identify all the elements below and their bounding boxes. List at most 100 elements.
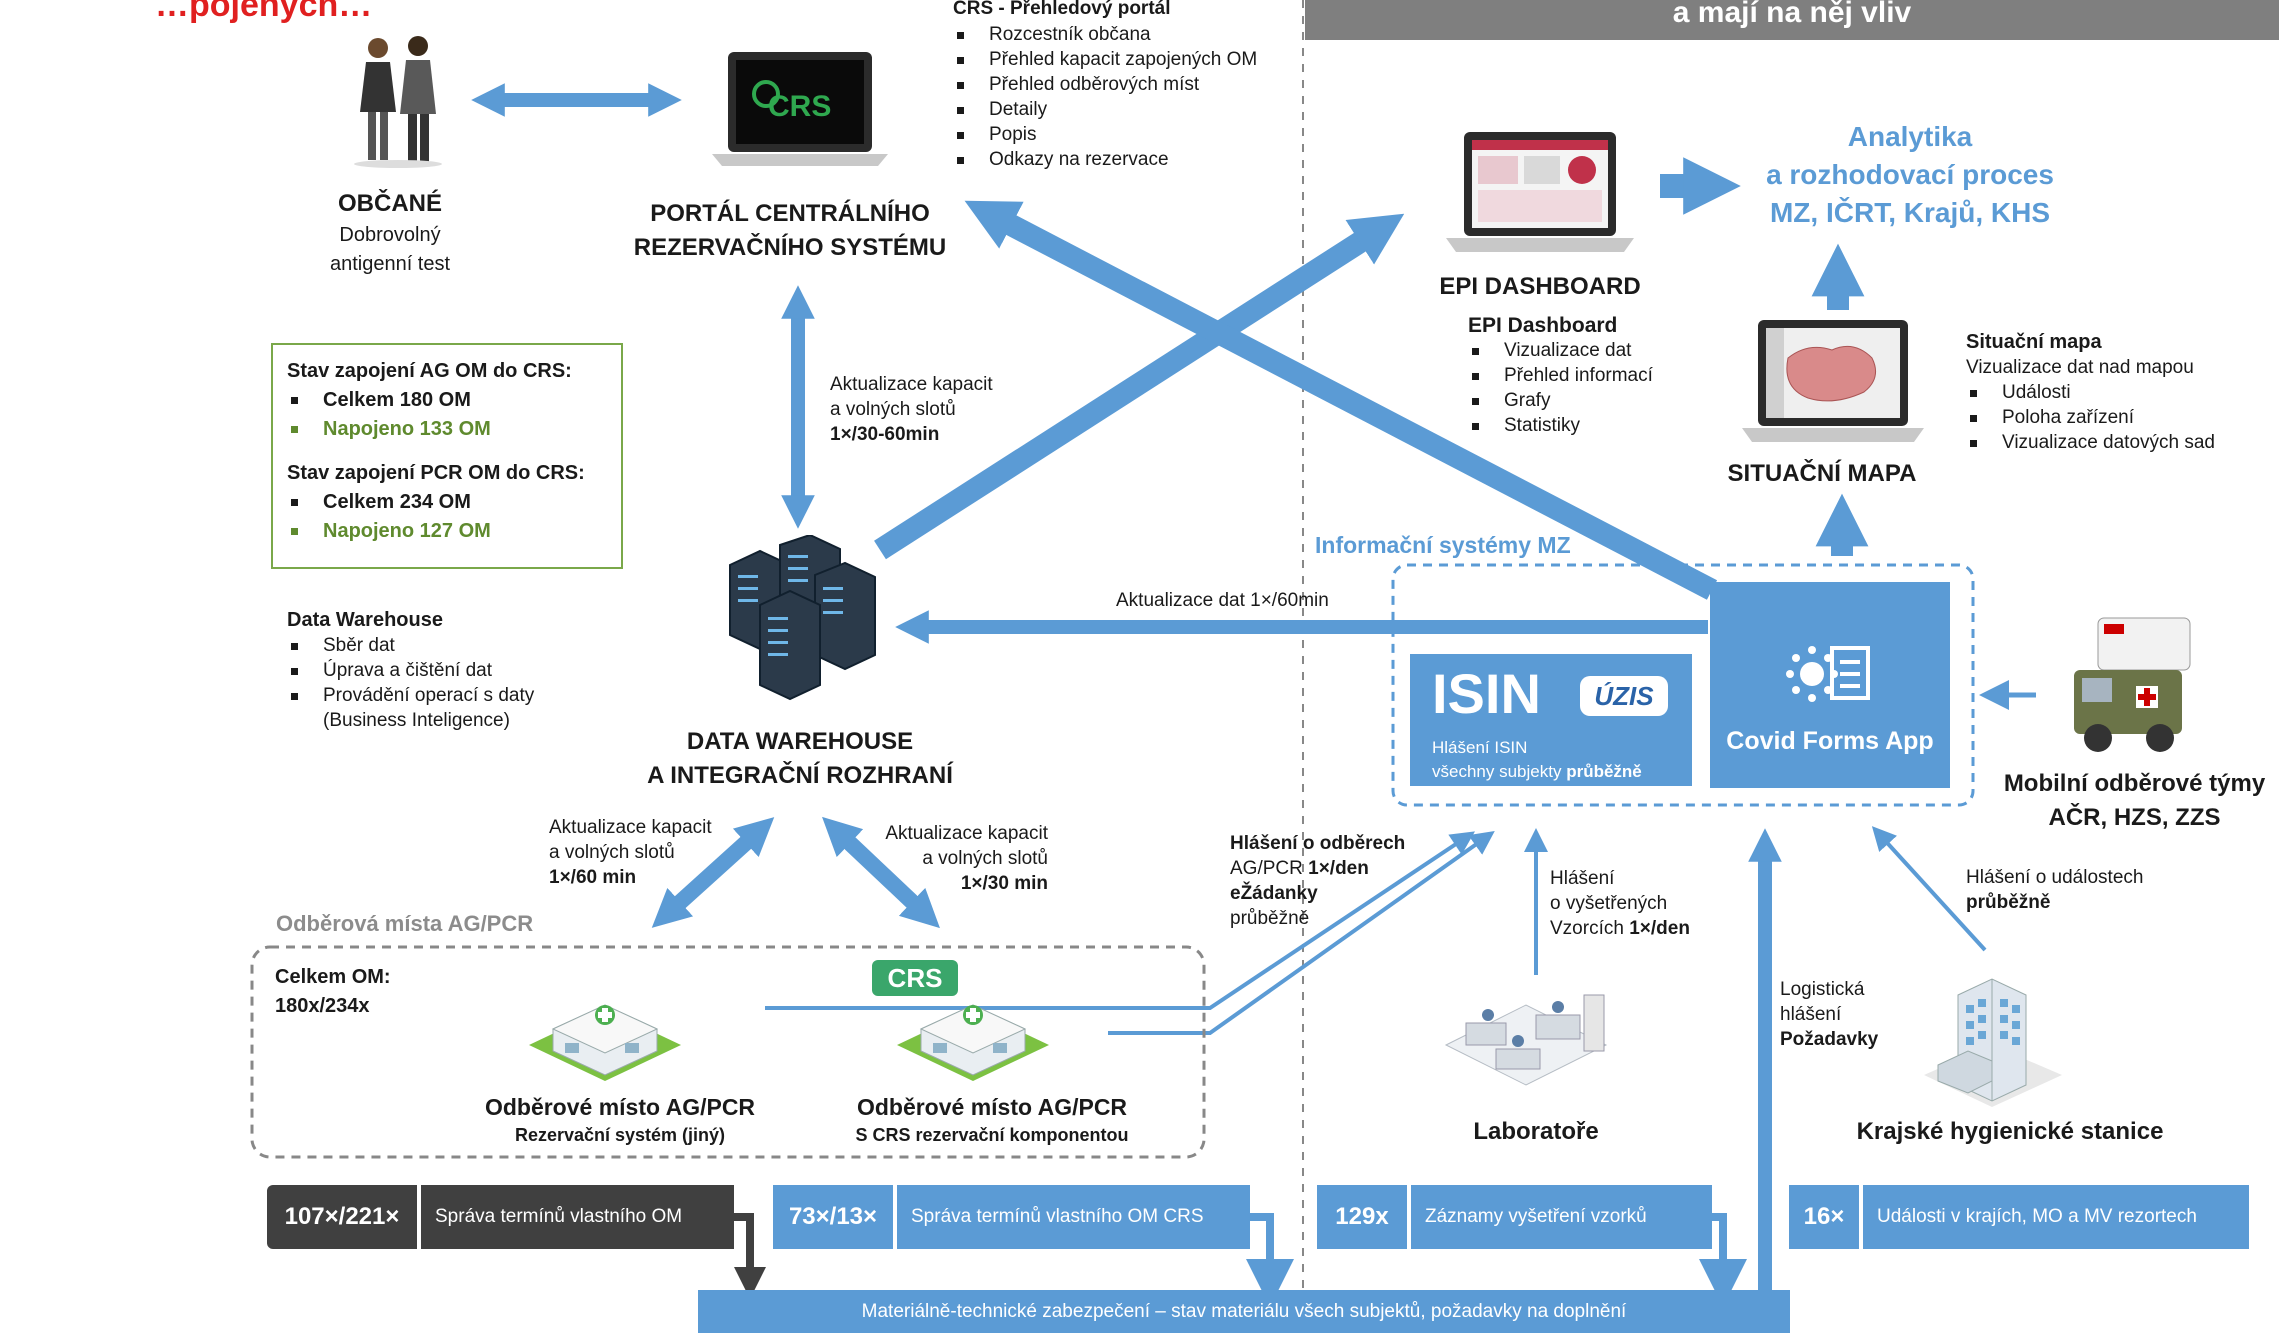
portal-title: PORTÁL CENTRÁLNÍHO REZERVAČNÍHO SYSTÉMU — [600, 197, 980, 265]
covid-forms-app-box: Covid Forms App — [1710, 582, 1950, 788]
om-total-line2: 180x/234x — [275, 995, 370, 1017]
isin-desc-2a: všechny subjekty — [1432, 762, 1567, 781]
status-ag-connected: Napojeno 133 OM — [287, 415, 617, 444]
epi-item: Grafy — [1468, 388, 1728, 413]
label-om-isin-1: Hlášení o odběrech — [1230, 833, 1406, 854]
portal-title-line2: REZERVAČNÍHO SYSTÉMU — [633, 234, 947, 261]
label-lab-isin: Hlášení o vyšetřených Vzorcích 1×/den — [1550, 866, 1750, 941]
stat-num-2: 73×/13× — [773, 1185, 893, 1249]
bottom-bar: Materiálně-technické zabezpečení – stav … — [698, 1290, 1790, 1333]
site2-label: Odběrové místo AG/PCR S CRS rezervační k… — [832, 1092, 1152, 1148]
dw-title-line2: A INTEGRAČNÍ ROZHRANÍ — [647, 762, 953, 789]
citizens-line1: Dobrovolný — [339, 224, 441, 246]
stat-num-1: 107×/221× — [267, 1185, 417, 1249]
arrow-om-isin-2 — [1108, 831, 1495, 1035]
analytics-line3: MZ, IČRT, Krajů, KHS — [1769, 197, 2050, 228]
site1-title: Odběrové místo AG/PCR — [484, 1094, 756, 1120]
stat-text-4: Události v krajích, MO a MV rezortech — [1859, 1185, 2249, 1249]
epi-item: Přehled informací — [1468, 363, 1728, 388]
dw-note-item-cont: (Business Inteligence) — [323, 710, 510, 731]
label-om-isin-2a: AG/PCR — [1230, 858, 1309, 879]
site1-label: Odběrové místo AG/PCR Rezervační systém … — [465, 1092, 775, 1148]
crs-item: Přehled kapacit zapojených OM — [953, 47, 1323, 72]
stat-num-3: 129x — [1317, 1185, 1407, 1249]
citizens-line2: antigenní test — [329, 253, 451, 275]
label-dw-om-left-1: Aktualizace kapacit — [549, 817, 712, 838]
map-item: Události — [1966, 380, 2266, 405]
label-khs-events-1: Hlášení o událostech — [1966, 867, 2144, 888]
label-portal-dw: Aktualizace kapacit a volných slotů 1×/3… — [830, 372, 1050, 447]
is-mz-label: Informační systémy MZ — [1315, 532, 1571, 558]
building-icon-2 — [893, 965, 1053, 1085]
map-subtitle2: Vizualizace dat nad mapou — [1966, 357, 2194, 378]
crs-badge: CRS — [872, 960, 958, 996]
crs-item: Odkazy na rezervace — [953, 147, 1323, 172]
label-om-isin-3: eŽádanky — [1230, 883, 1318, 904]
map-sub-title: Situační mapa — [1966, 331, 2102, 353]
crs-overview: CRS - Přehledový portál Rozcestník občan… — [953, 0, 1323, 172]
site2-title: Odběrové místo AG/PCR — [856, 1094, 1128, 1120]
stat-box-3: 129x Záznamy vyšetření vzorků — [1317, 1185, 1712, 1249]
epi-title: EPI DASHBOARD — [1439, 273, 1641, 300]
label-dw-om-right-3: 1×/30 min — [960, 873, 1048, 894]
stat-text-2: Správa termínů vlastního OM CRS — [893, 1185, 1250, 1249]
status-box-frame — [271, 343, 623, 569]
status-pcr-total: Celkem 234 OM — [287, 488, 617, 517]
stat-num-4: 16× — [1789, 1185, 1859, 1249]
crs-overview-title: CRS - Přehledový portál — [953, 0, 1171, 19]
analytics-label: Analytika a rozhodovací proces MZ, IČRT,… — [1720, 118, 2100, 232]
label-isin-dw: Aktualizace dat 1×/60min — [1116, 590, 1329, 611]
map-title: SITUAČNÍ MAPA — [1727, 460, 1917, 487]
dw-note-item: Úprava a čištění dat — [287, 658, 587, 683]
status-pcr-title: Stav zapojení PCR OM do CRS: — [287, 462, 585, 484]
label-logistics: Logistická hlášení Požadavky — [1780, 977, 1900, 1052]
arrow-dw-om-right — [822, 816, 940, 929]
stat-box-4: 16× Události v krajích, MO a MV rezortec… — [1789, 1185, 2249, 1249]
om-total: Celkem OM: 180x/234x — [275, 963, 391, 1021]
map-item: Vizualizace datových sad — [1966, 430, 2266, 455]
label-lab-isin-3b: 1×/den — [1629, 918, 1690, 939]
om-group-frame — [250, 945, 1206, 1159]
stat-text-3: Záznamy vyšetření vzorků — [1407, 1185, 1712, 1249]
epi-item: Vizualizace dat — [1468, 338, 1728, 363]
dw-title: DATA WAREHOUSE A INTEGRAČNÍ ROZHRANÍ — [600, 725, 1000, 793]
status-ag-title: Stav zapojení AG OM do CRS: — [287, 360, 572, 382]
epi-item: Statistiky — [1468, 413, 1728, 438]
om-group-label: Odběrová místa AG/PCR — [276, 911, 534, 936]
mobile-teams-line2: AČR, HZS, ZZS — [2048, 804, 2221, 831]
khs-title: Krajské hygienické stanice — [1856, 1118, 2164, 1145]
uzis-logo: ÚZIS — [1580, 676, 1668, 716]
dw-notes: Data Warehouse Sběr dat Úprava a čištění… — [287, 608, 587, 733]
citizens-title: OBČANÉ — [337, 190, 442, 217]
stat-box-1: 107×/221× Správa termínů vlastního OM — [267, 1185, 734, 1249]
arrow-dw-om-left — [651, 817, 775, 928]
epi-sub-title: EPI Dashboard — [1468, 314, 1618, 337]
status-pcr-connected: Napojeno 127 OM — [287, 517, 617, 546]
crs-item: Rozcestník občana — [953, 22, 1323, 47]
header-left-title: …pojených… — [155, 0, 373, 24]
label-dw-om-left: Aktualizace kapacit a volných slotů 1×/6… — [549, 815, 749, 890]
analytics-line2: a rozhodovací proces — [1766, 159, 2054, 190]
om-total-line1: Celkem OM: — [275, 966, 391, 988]
isin-desc-2b: průběžně — [1566, 762, 1642, 781]
crs-item: Přehled odběrových míst — [953, 72, 1323, 97]
portal-logo: CRS — [768, 90, 831, 123]
dw-notes-title: Data Warehouse — [287, 609, 443, 631]
map-notes: Situační mapa Vizualizace dat nad mapou … — [1966, 330, 2266, 455]
analytics-line1: Analytika — [1847, 121, 1973, 152]
header-right-banner: a mají na něj vliv — [1305, 0, 2279, 40]
connector-stat2 — [1246, 1213, 1294, 1307]
connector-stat3 — [1699, 1213, 1747, 1307]
label-dw-om-right-2: a volných slotů — [922, 848, 1048, 869]
isin-desc: Hlášení ISIN všechny subjekty průběžně — [1432, 736, 1642, 784]
arrow-dw-epi — [874, 213, 1405, 560]
citizens-icon — [348, 30, 448, 170]
label-logistics-2: hlášení — [1780, 1004, 1842, 1025]
crs-item: Popis — [953, 122, 1323, 147]
isin-title: ISIN — [1432, 662, 1541, 725]
lab-title: Laboratoře — [1473, 1118, 1599, 1145]
mobile-teams-line1: Mobilní odběrové týmy — [2003, 770, 2266, 797]
status-box: Stav zapojení AG OM do CRS: Celkem 180 O… — [287, 357, 617, 546]
epi-notes: EPI Dashboard Vizualizace dat Přehled in… — [1468, 313, 1728, 438]
label-dw-om-left-2: a volných slotů — [549, 842, 675, 863]
